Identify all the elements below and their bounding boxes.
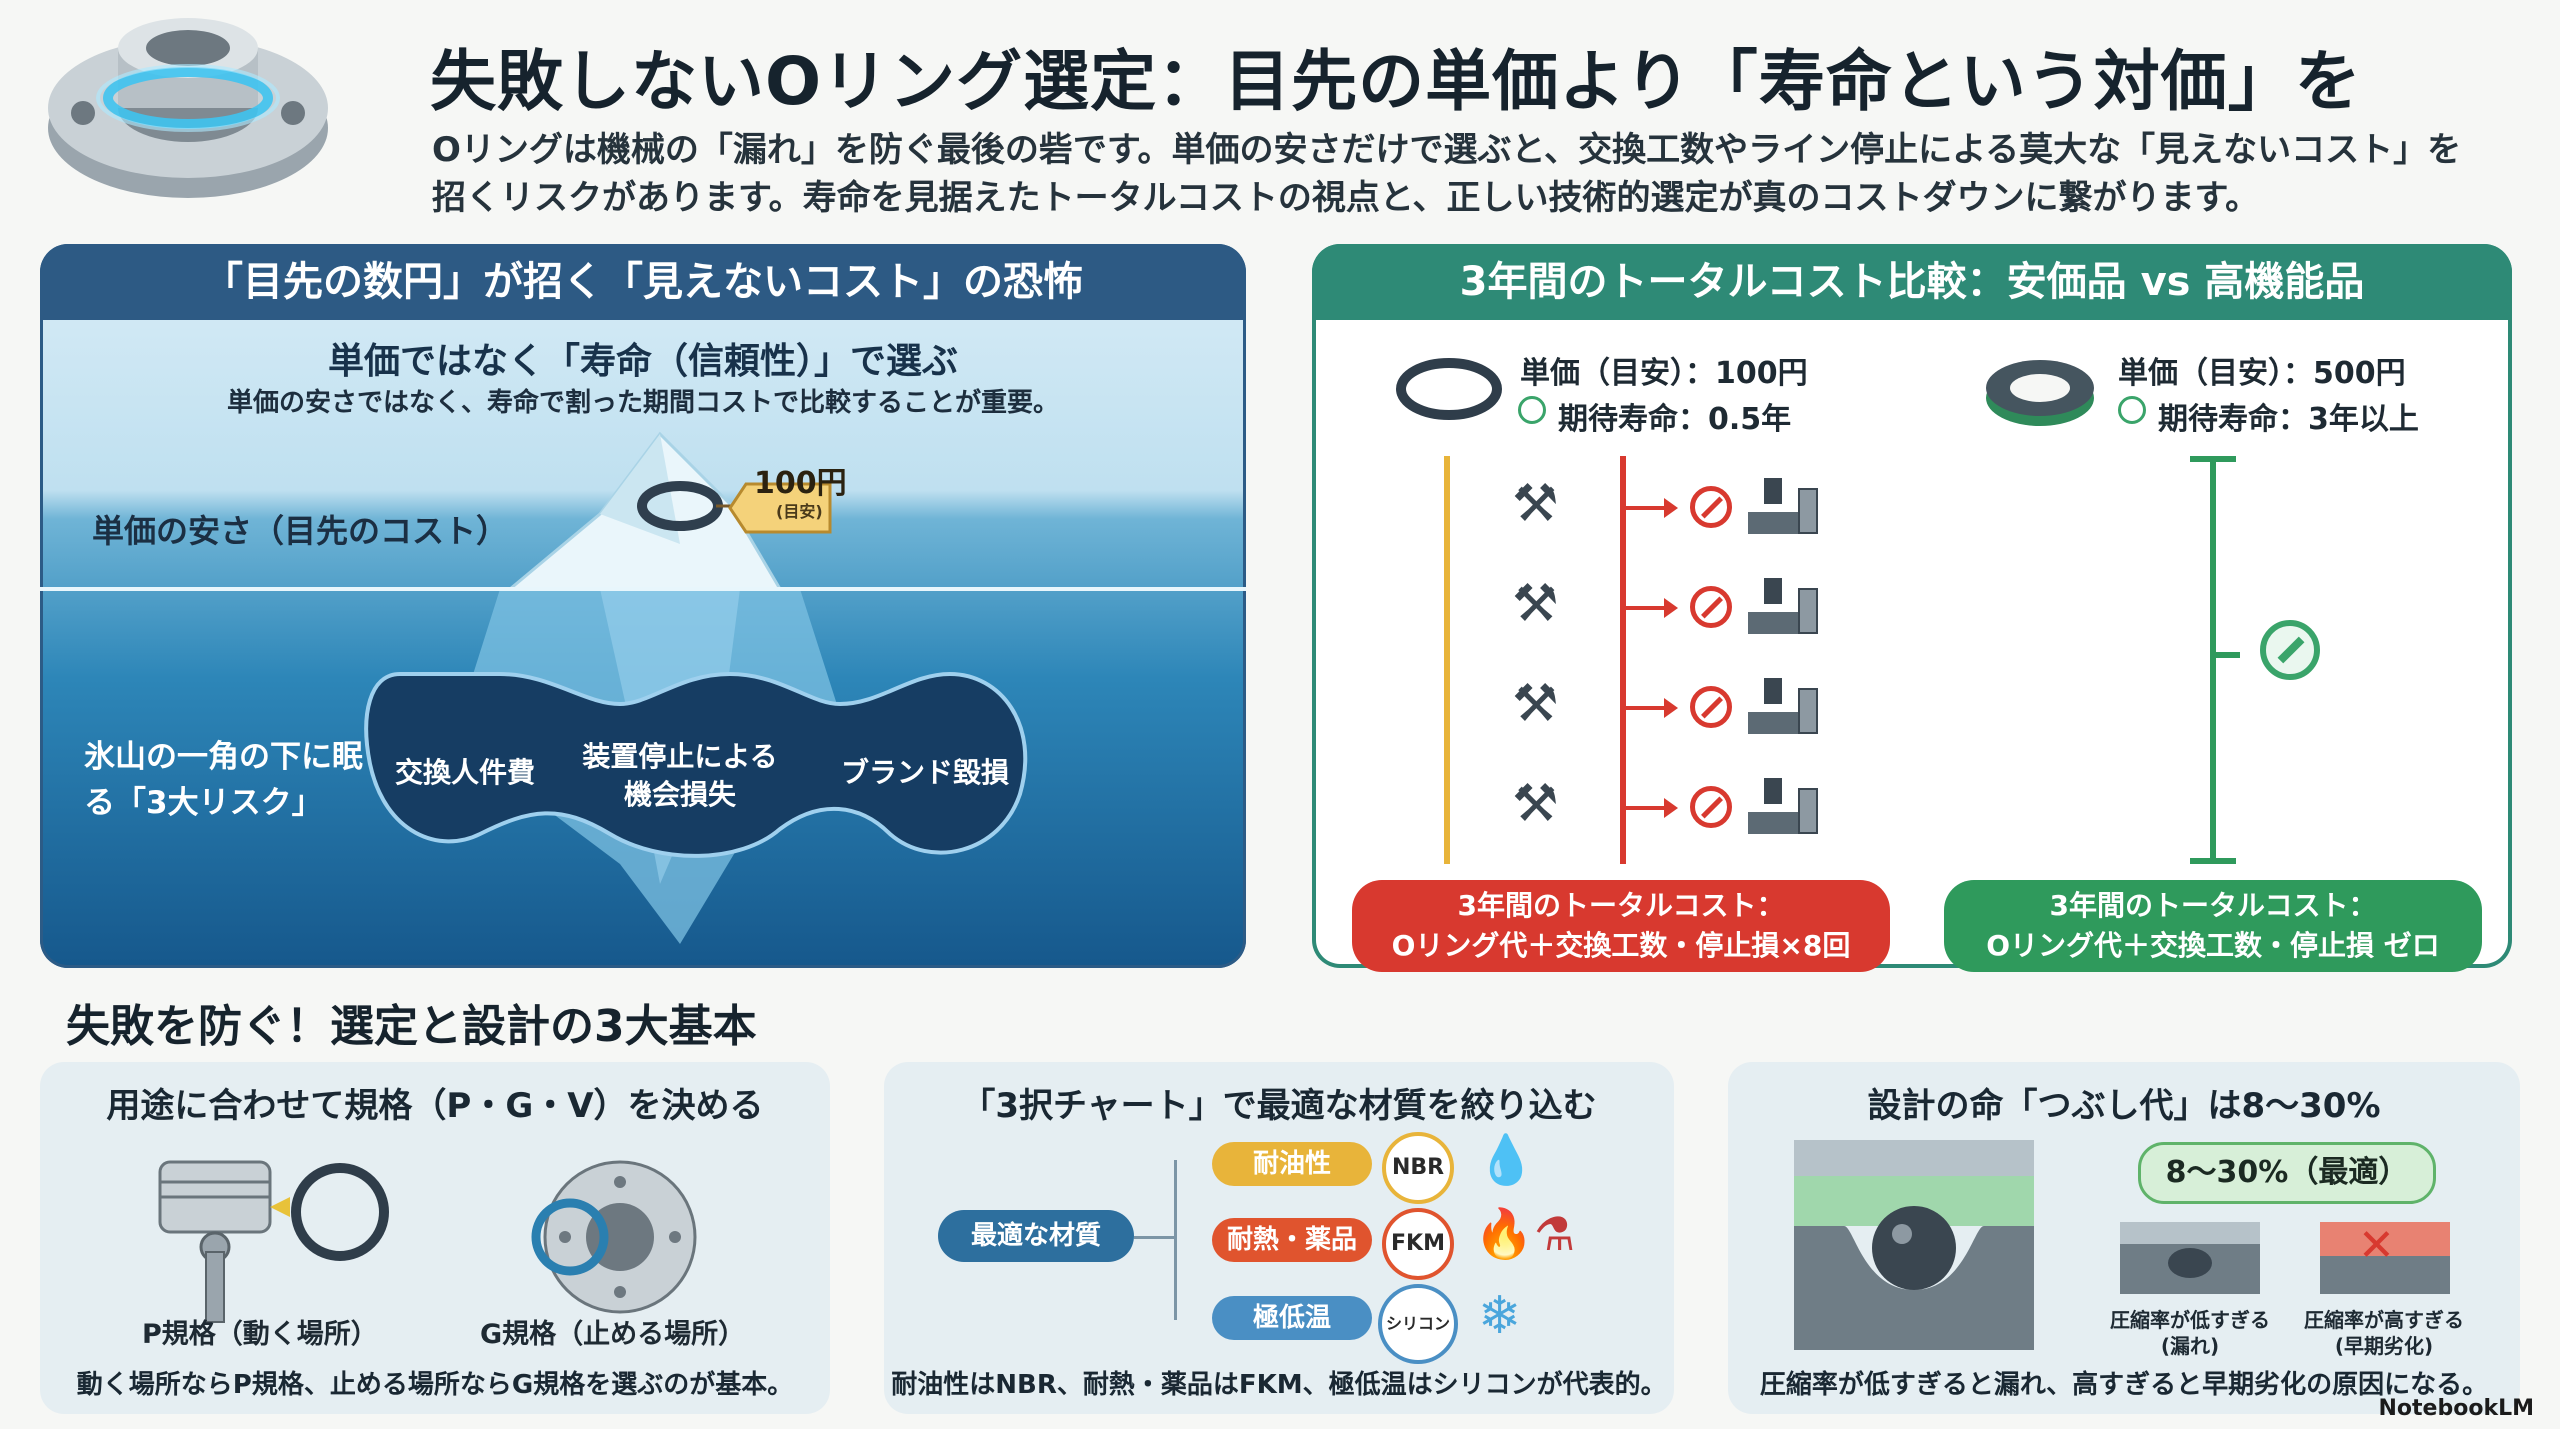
- wrench-screwdriver-icon: ⚒: [1512, 574, 1559, 634]
- nbr-badge: NBR: [1382, 1132, 1454, 1204]
- premium-timeline-cap-bottom: [2190, 858, 2236, 864]
- basics-title: 失敗を防ぐ！選定と設計の3大基本: [66, 1001, 757, 1052]
- oil-drop-icon: 💧: [1476, 1132, 1536, 1188]
- stop-icon: [1690, 686, 1732, 728]
- under-label: 氷山の一角の下に眠る「3大リスク」: [84, 739, 363, 821]
- brand-label: NotebookLM: [2378, 1396, 2534, 1421]
- cost-heading: 3年間のトータルコスト比較：安価品 vs 高機能品: [1312, 244, 2512, 320]
- page-title: 失敗しないOリング選定：目先の単価より「寿命という対価」を: [430, 43, 2362, 120]
- standard-card-title: 用途に合わせて規格（P・G・V）を決める: [106, 1086, 764, 1126]
- iceberg-heading: 「目先の数円」が招く「見えないコスト」の恐怖: [40, 244, 1246, 320]
- low-squeeze-label: 圧縮率が低すぎる: [2110, 1308, 2270, 1332]
- no-stop-icon: [2260, 620, 2320, 680]
- machine-icon: [1748, 678, 1818, 738]
- premium-oring-icon: [1986, 360, 2094, 426]
- material-card-title: 「3択チャート」で最適な材質を絞り込む: [961, 1086, 1597, 1126]
- groove-cross-section: [1794, 1140, 2034, 1350]
- piston-icon: [158, 1160, 389, 1323]
- premium-timeline-cap-top: [2190, 456, 2236, 462]
- arrow-head-icon: [1664, 598, 1678, 618]
- tip-label: 単価の安さ（目先のコスト）: [92, 512, 509, 550]
- material-card-foot: 耐油性はNBR、耐熱・薬品はFKM、極低温はシリコンが代表的。: [891, 1370, 1667, 1400]
- material-connector: [1174, 1160, 1177, 1320]
- standard-card: 用途に合わせて規格（P・G・V）を決める P規格（動く場所） G規格（止める場所…: [40, 1062, 830, 1414]
- iceberg-subheading: 単価ではなく「寿命（信頼性）」で選ぶ: [327, 341, 958, 382]
- risk-brand: ブランド毀損: [840, 756, 1009, 789]
- premium-price: 単価（目安）：500円: [2118, 356, 2406, 391]
- cheap-replacement-bar: [1620, 456, 1626, 864]
- high-squeeze-diagram: ✕: [2320, 1222, 2450, 1294]
- snowflake-icon: ❄: [1478, 1286, 1522, 1346]
- wrench-screwdriver-icon: ⚒: [1512, 674, 1559, 734]
- low-squeeze-diagram: [2120, 1222, 2260, 1294]
- machine-icon: [1748, 778, 1818, 838]
- low-temp-tag: 極低温: [1212, 1296, 1372, 1340]
- g-standard-label: G規格（止める場所）: [480, 1319, 746, 1350]
- intro-text: Oリングは機械の「漏れ」を防ぐ最後の砦です。単価の安さだけで選ぶと、交換工数やラ…: [432, 130, 2462, 218]
- iceberg-note: 単価の安さではなく、寿命で割った期間コストで比較することが重要。: [226, 388, 1059, 418]
- flange-icon: [531, 1160, 697, 1314]
- replacement-tick: [1626, 706, 1660, 710]
- replacement-tick: [1626, 506, 1660, 510]
- cheap-total-line2: Oリング代＋交換工数・停止損×8回: [1391, 929, 1851, 962]
- premium-timeline-bar: [2210, 456, 2216, 864]
- machine-icon: [1748, 578, 1818, 638]
- material-connector: [1134, 1236, 1174, 1239]
- high-squeeze-label: 圧縮率が高すぎる: [2304, 1308, 2464, 1332]
- price-tag-sub: (目安): [776, 502, 823, 521]
- heat-chemical-tag: 耐熱・薬品: [1212, 1218, 1372, 1262]
- fkm-badge: FKM: [1382, 1208, 1454, 1280]
- replacement-row: ⚒: [1500, 470, 1840, 550]
- oil-resistance-tag: 耐油性: [1212, 1142, 1372, 1186]
- standard-card-foot: 動く場所ならP規格、止める場所ならG規格を選ぶのが基本。: [76, 1370, 794, 1400]
- clock-icon: [1518, 396, 1546, 424]
- iceberg-panel: 単価ではなく「寿命（信頼性）」で選ぶ 単価の安さではなく、寿命で割った期間コスト…: [40, 244, 1246, 968]
- stop-icon: [1690, 586, 1732, 628]
- premium-timeline-tick: [2216, 652, 2240, 658]
- machine-icon: [1748, 478, 1818, 538]
- iceberg-illustration: [40, 431, 1246, 944]
- cheap-life: 期待寿命：0.5年: [1558, 402, 1792, 437]
- high-squeeze-sub: (早期劣化): [2334, 1334, 2434, 1358]
- premium-total-line1: 3年間のトータルコスト：: [2049, 889, 2377, 922]
- squeeze-card-title: 設計の命「つぶし代」は8〜30%: [1867, 1086, 2381, 1126]
- arrow-head-icon: [1664, 798, 1678, 818]
- cheap-total-cost: 3年間のトータルコスト： Oリング代＋交換工数・停止損×8回: [1352, 880, 1890, 972]
- squeeze-card-foot: 圧縮率が低すぎると漏れ、高すぎると早期劣化の原因になる。: [1759, 1370, 2489, 1400]
- p-standard-label: P規格（動く場所）: [142, 1319, 378, 1350]
- squeeze-card: 設計の命「つぶし代」は8〜30% 8〜30%（最適） ✕ 圧縮率が低すぎる (漏…: [1728, 1062, 2520, 1414]
- cheap-oring-icon: [1396, 358, 1502, 420]
- flask-icon: ⚗: [1534, 1207, 1576, 1261]
- premium-total-cost: 3年間のトータルコスト： Oリング代＋交換工数・停止損 ゼロ: [1944, 880, 2482, 972]
- flame-icon: 🔥: [1474, 1206, 1534, 1262]
- replacement-row: ⚒: [1500, 770, 1840, 850]
- x-mark-icon: ✕: [2358, 1220, 2395, 1271]
- price-tag-value: 100円: [754, 466, 847, 501]
- low-squeeze-sub: (漏れ): [2160, 1334, 2220, 1358]
- replacement-row: ⚒: [1500, 670, 1840, 750]
- premium-total-line2: Oリング代＋交換工数・停止損 ゼロ: [1986, 929, 2440, 962]
- premium-life: 期待寿命：3年以上: [2158, 402, 2419, 437]
- cost-panel: [1312, 244, 2512, 968]
- optimal-material-pill: 最適な材質: [938, 1210, 1134, 1262]
- replacement-row: ⚒: [1500, 570, 1840, 650]
- wrench-screwdriver-icon: ⚒: [1512, 774, 1559, 834]
- silicone-badge: シリコン: [1378, 1284, 1458, 1364]
- cheap-total-line1: 3年間のトータルコスト：: [1457, 889, 1785, 922]
- replacement-tick: [1626, 806, 1660, 810]
- stop-icon: [1690, 786, 1732, 828]
- cheap-timeline-bar: [1444, 456, 1450, 864]
- optimal-squeeze-pill: 8〜30%（最適）: [2138, 1142, 2436, 1204]
- wrench-screwdriver-icon: ⚒: [1512, 474, 1559, 534]
- risk-downtime: 装置停止による機会損失: [582, 740, 778, 811]
- stop-icon: [1690, 486, 1732, 528]
- risk-labor: 交換人件費: [394, 756, 535, 789]
- cheap-price: 単価（目安）：100円: [1520, 356, 1808, 391]
- flange-illustration: [48, 18, 328, 198]
- replacement-tick: [1626, 606, 1660, 610]
- material-card: 「3択チャート」で最適な材質を絞り込む 最適な材質 耐油性 NBR 💧 耐熱・薬…: [884, 1062, 1674, 1414]
- clock-icon: [2118, 396, 2146, 424]
- arrow-head-icon: [1664, 698, 1678, 718]
- arrow-head-icon: [1664, 498, 1678, 518]
